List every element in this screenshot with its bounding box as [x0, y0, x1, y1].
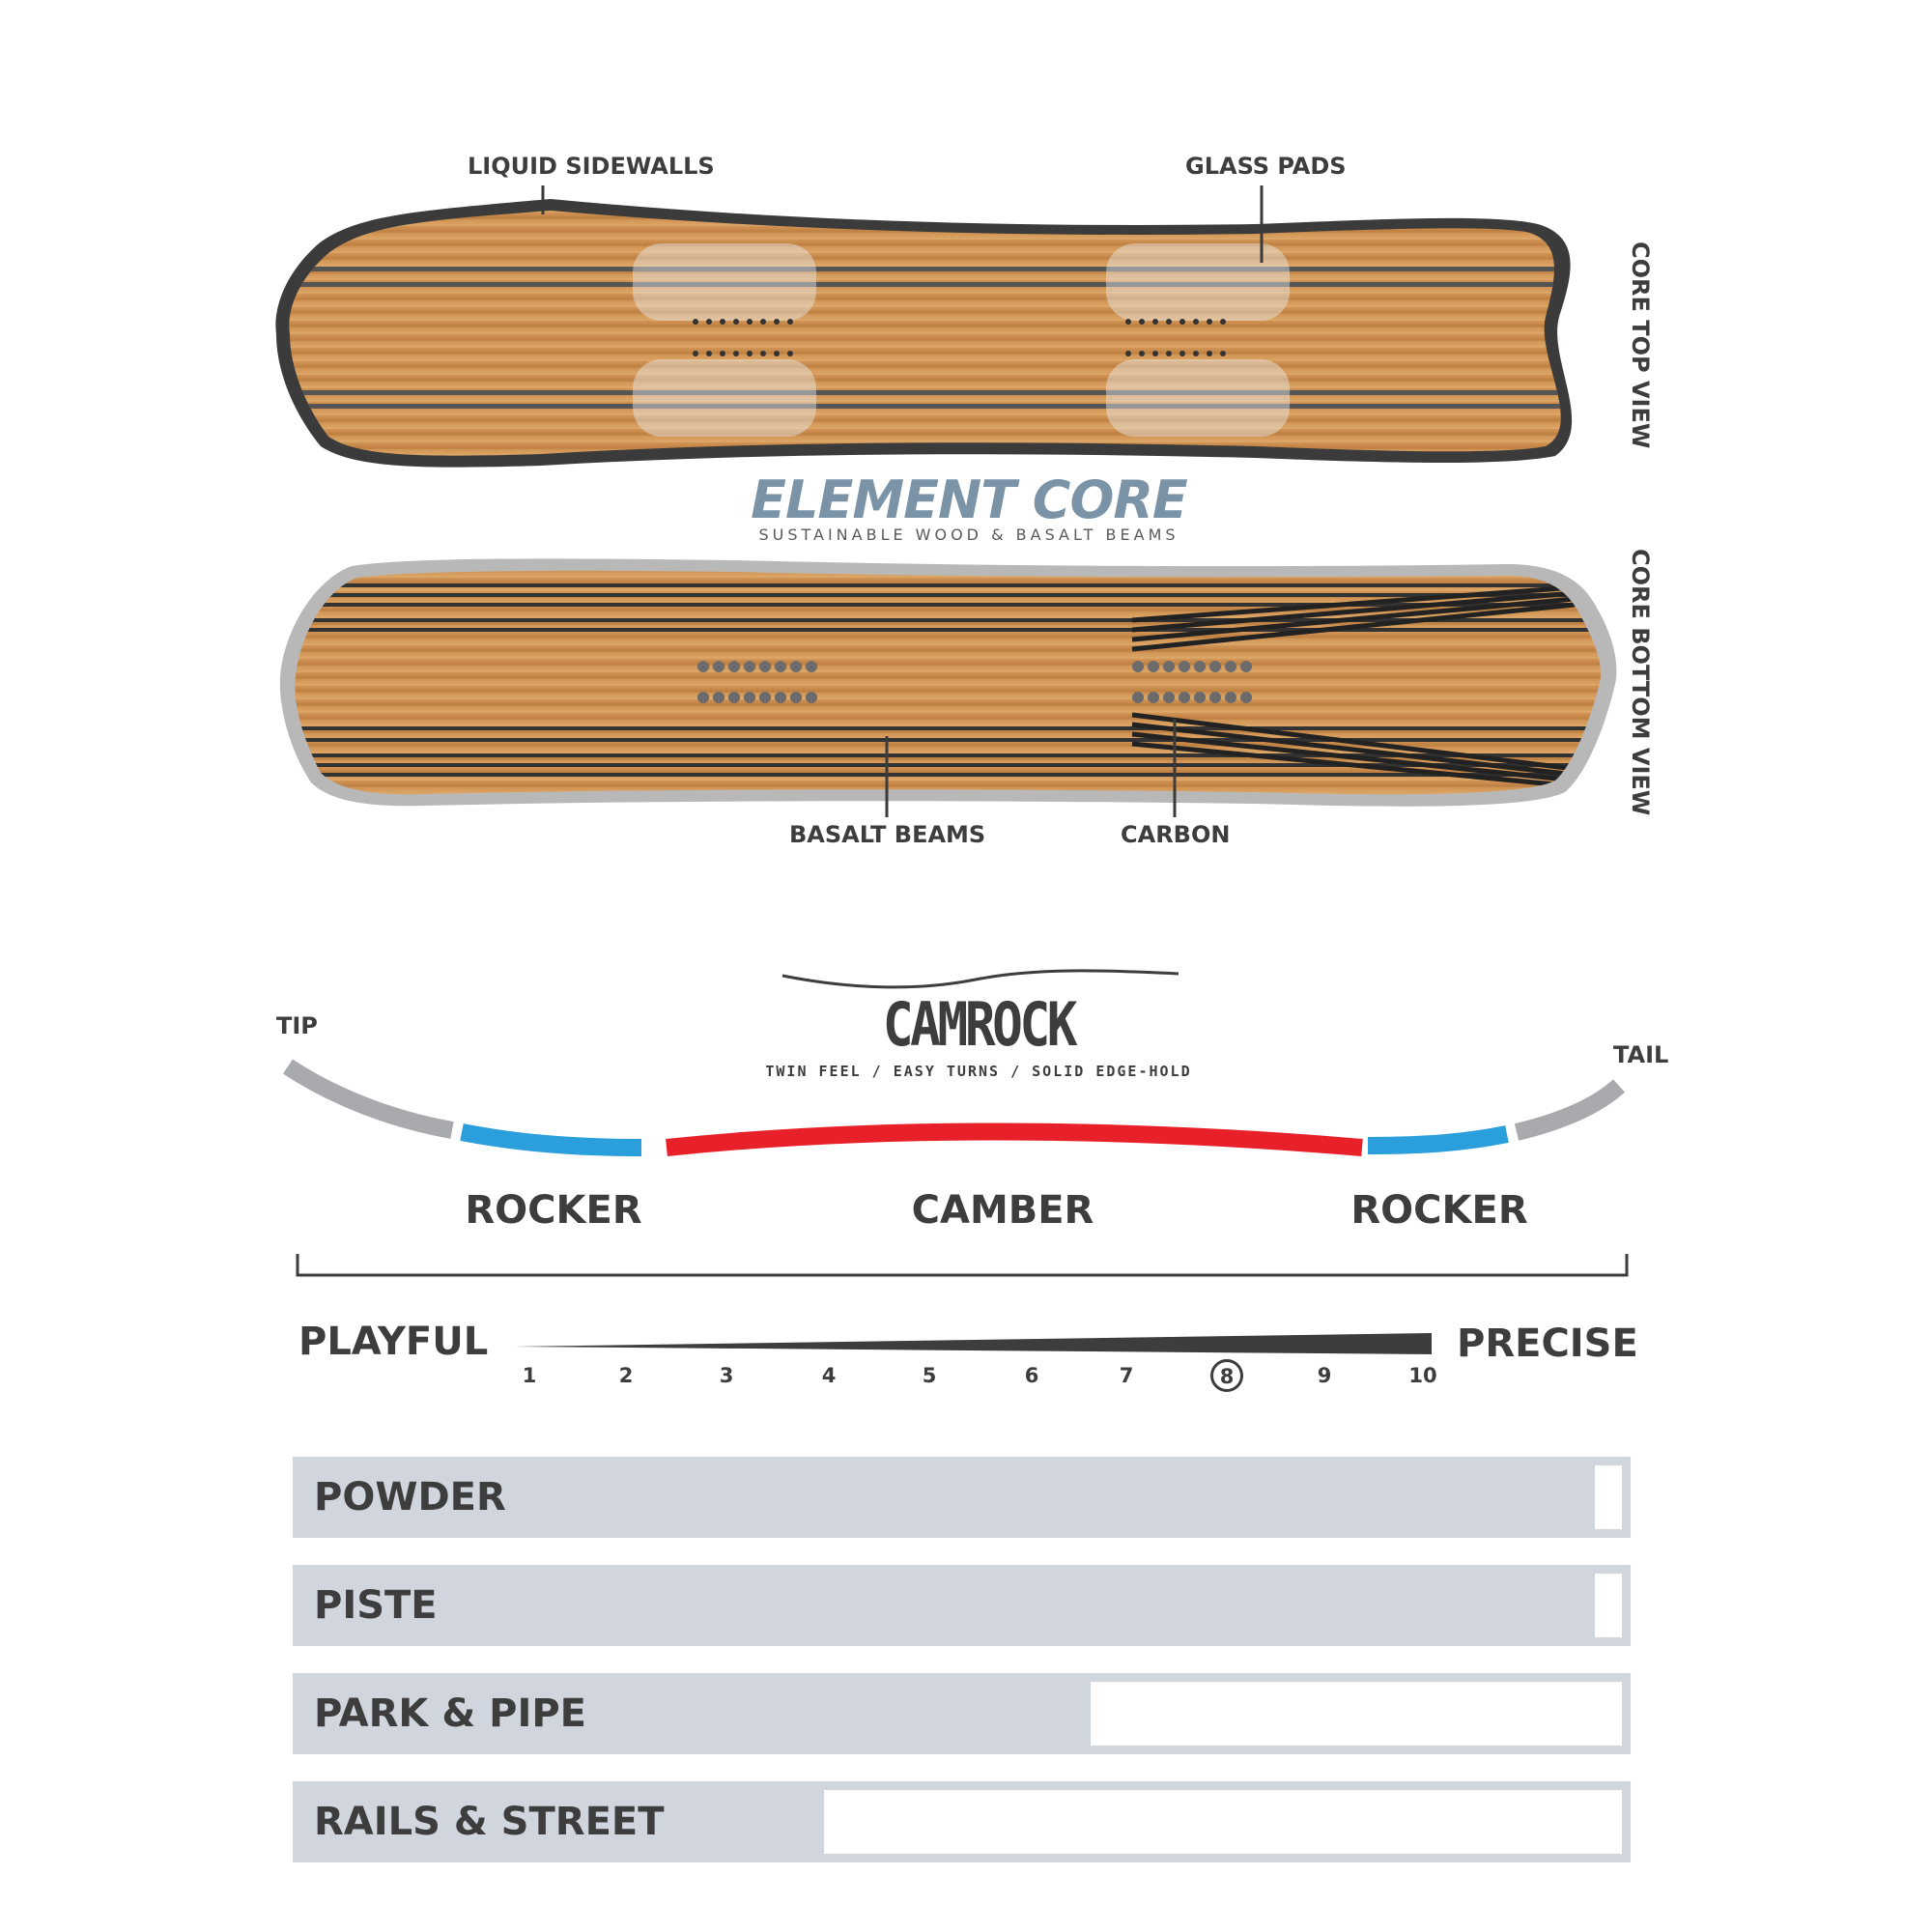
terrain-bar: PARK & PIPE: [293, 1673, 1631, 1754]
tip-label: TIP: [276, 1012, 318, 1039]
tail-end-segment: [1514, 1079, 1626, 1141]
flex-tick: 1: [522, 1364, 537, 1387]
tip-end-segment: [283, 1059, 454, 1139]
tail-label: TAIL: [1613, 1041, 1669, 1068]
core-diagram: [275, 185, 1617, 817]
element-core-title: ELEMENT CORE: [751, 469, 1188, 530]
flex-tick: 6: [1024, 1364, 1039, 1387]
core-bottom-view: [279, 558, 1617, 817]
flex-tick: 10: [1408, 1364, 1437, 1387]
callout-liquid-sidewalls: LIQUID SIDEWALLS: [468, 153, 715, 180]
core-top-view-label: CORE TOP VIEW: [1627, 242, 1654, 449]
callout-carbon: CARBON: [1121, 821, 1231, 848]
flex-tick: 3: [719, 1364, 734, 1387]
terrain-bar: POWDER: [293, 1457, 1631, 1538]
terrain-bar-label: PARK & PIPE: [314, 1691, 586, 1736]
core-bottom-view-label: CORE BOTTOM VIEW: [1627, 549, 1654, 816]
profile-description: TWIN FEEL / EASY TURNS / SOLID EDGE-HOLD: [765, 1063, 1192, 1080]
profile-curve: [283, 1059, 1626, 1156]
core-top-view: [275, 185, 1573, 468]
element-core-subtitle: SUSTAINABLE WOOD & BASALT BEAMS: [758, 526, 1179, 544]
flex-left-label: PLAYFUL: [298, 1320, 489, 1364]
rocker-tail-segment: [1367, 1125, 1509, 1154]
camrock-logo-swoosh: [781, 969, 1179, 989]
callout-basalt-beams: BASALT BEAMS: [789, 821, 986, 848]
segment-label-rocker-tip: ROCKER: [465, 1188, 642, 1233]
flex-tick: 7: [1119, 1364, 1134, 1387]
terrain-bar: RAILS & STREET: [293, 1781, 1631, 1862]
flex-tick: 4: [821, 1364, 837, 1387]
terrain-bar: PISTE: [293, 1565, 1631, 1646]
terrain-bar-label: RAILS & STREET: [314, 1800, 665, 1844]
profile-bracket: [296, 1254, 1629, 1277]
camber-segment: [666, 1122, 1363, 1156]
callout-glass-pads: GLASS PADS: [1185, 153, 1347, 180]
terrain-bar-empty: [1595, 1574, 1622, 1637]
terrain-bar-empty: [1091, 1682, 1622, 1746]
flex-tick-selected: 8: [1210, 1359, 1243, 1392]
terrain-bar-empty: [824, 1790, 1622, 1854]
flex-tick: 2: [618, 1364, 634, 1387]
terrain-bar-empty: [1595, 1465, 1622, 1529]
profile-name: CAMROCK: [882, 989, 1078, 1060]
flex-right-label: PRECISE: [1457, 1321, 1638, 1366]
segment-label-camber: CAMBER: [911, 1188, 1094, 1233]
flex-tick: 9: [1317, 1364, 1332, 1387]
flex-tick: 5: [922, 1364, 937, 1387]
rocker-tip-segment: [460, 1123, 642, 1156]
segment-label-rocker-tail: ROCKER: [1350, 1188, 1528, 1233]
flex-wedge: [514, 1333, 1432, 1354]
terrain-bar-label: PISTE: [314, 1583, 438, 1628]
terrain-bar-label: POWDER: [314, 1475, 506, 1520]
